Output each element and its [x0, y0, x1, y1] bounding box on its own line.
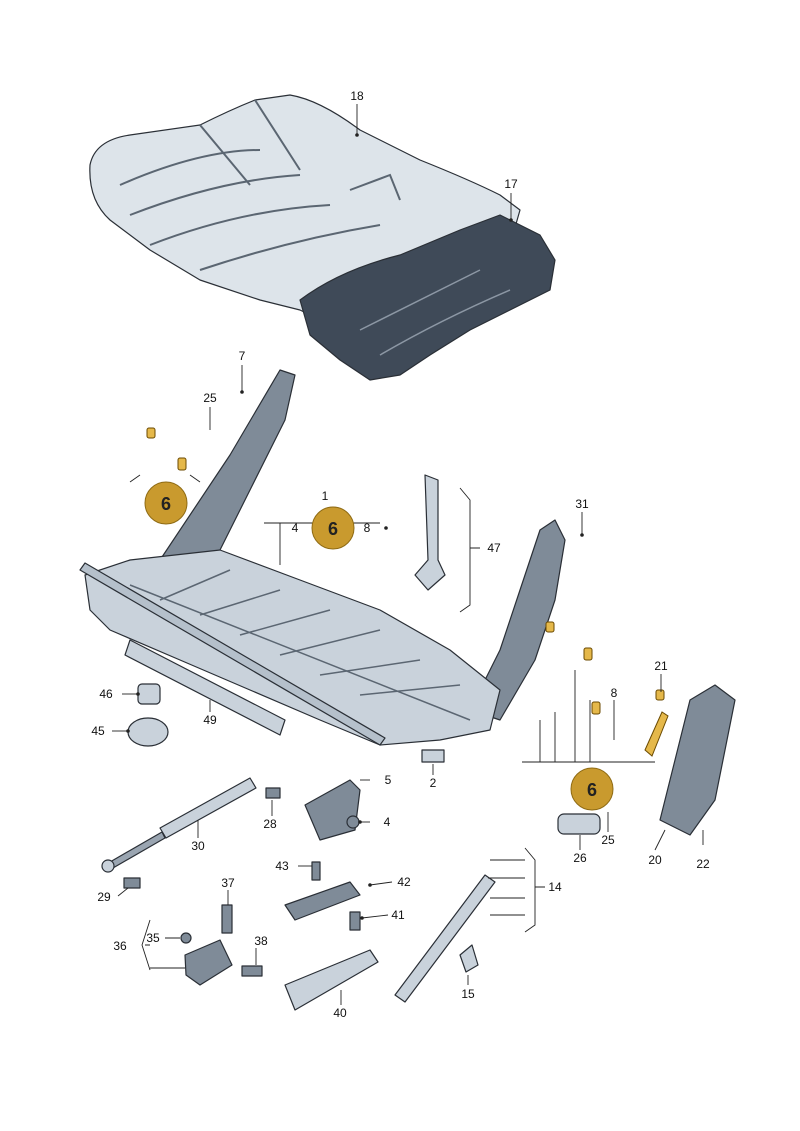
plate-part-2: [421, 749, 445, 763]
highlighted-parts-right: [545, 621, 669, 757]
bolt-part-29: [123, 877, 141, 889]
label-7: 7: [239, 349, 246, 363]
trim-strip-part-49: [124, 639, 286, 736]
label-2: 2: [430, 776, 437, 790]
callout-label: 6: [328, 519, 338, 539]
rail-part-40: [284, 949, 379, 1011]
label-8a: 8: [364, 521, 371, 535]
link-rod-part-14: [394, 874, 496, 1003]
callout-label: 6: [161, 494, 171, 514]
label-43: 43: [275, 859, 289, 873]
seat-frame-part-1: [79, 369, 566, 746]
label-25a: 25: [203, 391, 217, 405]
label-15: 15: [461, 987, 475, 1001]
label-42: 42: [397, 875, 411, 889]
label-14: 14: [548, 880, 562, 894]
leader-dots: [126, 133, 584, 920]
hinge-part-36: [184, 939, 233, 986]
callout-label: 6: [587, 780, 597, 800]
part-labels: 18 17 7 25 1 4 8 47 31 21 8 46 45 49 2 5…: [91, 89, 710, 1020]
label-20: 20: [648, 853, 662, 867]
label-18: 18: [350, 89, 364, 103]
label-35: 35: [146, 931, 160, 945]
label-4a: 4: [292, 521, 299, 535]
label-17: 17: [504, 177, 518, 191]
label-8b: 8: [611, 686, 618, 700]
label-26: 26: [573, 851, 587, 865]
label-21: 21: [654, 659, 668, 673]
screw-part-4: [346, 815, 360, 829]
bolt-part-38: [241, 965, 263, 977]
label-46: 46: [99, 687, 113, 701]
label-38: 38: [254, 934, 268, 948]
label-29: 29: [97, 890, 111, 904]
label-31: 31: [575, 497, 589, 511]
label-36: 36: [113, 939, 127, 953]
label-28: 28: [263, 817, 277, 831]
handle-part-42: [284, 881, 361, 921]
label-1: 1: [322, 489, 329, 503]
bolt-part-28: [265, 787, 281, 799]
nut-part-35: [180, 932, 192, 944]
bushing-part-15: [459, 944, 479, 973]
label-30: 30: [191, 839, 205, 853]
screw-part-43: [311, 861, 321, 881]
seat-foam-part-17: [299, 214, 556, 381]
bracket-part-47: [414, 474, 446, 591]
cap-part-26: [557, 813, 601, 835]
label-40: 40: [333, 1006, 347, 1020]
label-22: 22: [696, 857, 710, 871]
label-49: 49: [203, 713, 217, 727]
label-5: 5: [385, 773, 392, 787]
screw-part-41: [349, 911, 361, 931]
callout-6-right[interactable]: 6: [570, 767, 614, 811]
bracket-part-5: [304, 779, 361, 841]
cap-part-45: [127, 717, 169, 747]
side-cover-part-20: [659, 684, 736, 836]
callout-6-center[interactable]: 6: [311, 506, 355, 550]
gas-strut-part-30: [101, 777, 257, 873]
label-37: 37: [221, 876, 235, 890]
cap-part-46: [137, 683, 161, 705]
label-45: 45: [91, 724, 105, 738]
label-25b: 25: [601, 833, 615, 847]
label-41: 41: [391, 908, 405, 922]
label-47: 47: [487, 541, 501, 555]
highlighted-parts-left: [146, 427, 187, 471]
callout-6-left[interactable]: 6: [144, 481, 188, 525]
leader-lines: [112, 104, 704, 1005]
bolt-part-37: [221, 904, 233, 934]
label-4b: 4: [384, 815, 391, 829]
